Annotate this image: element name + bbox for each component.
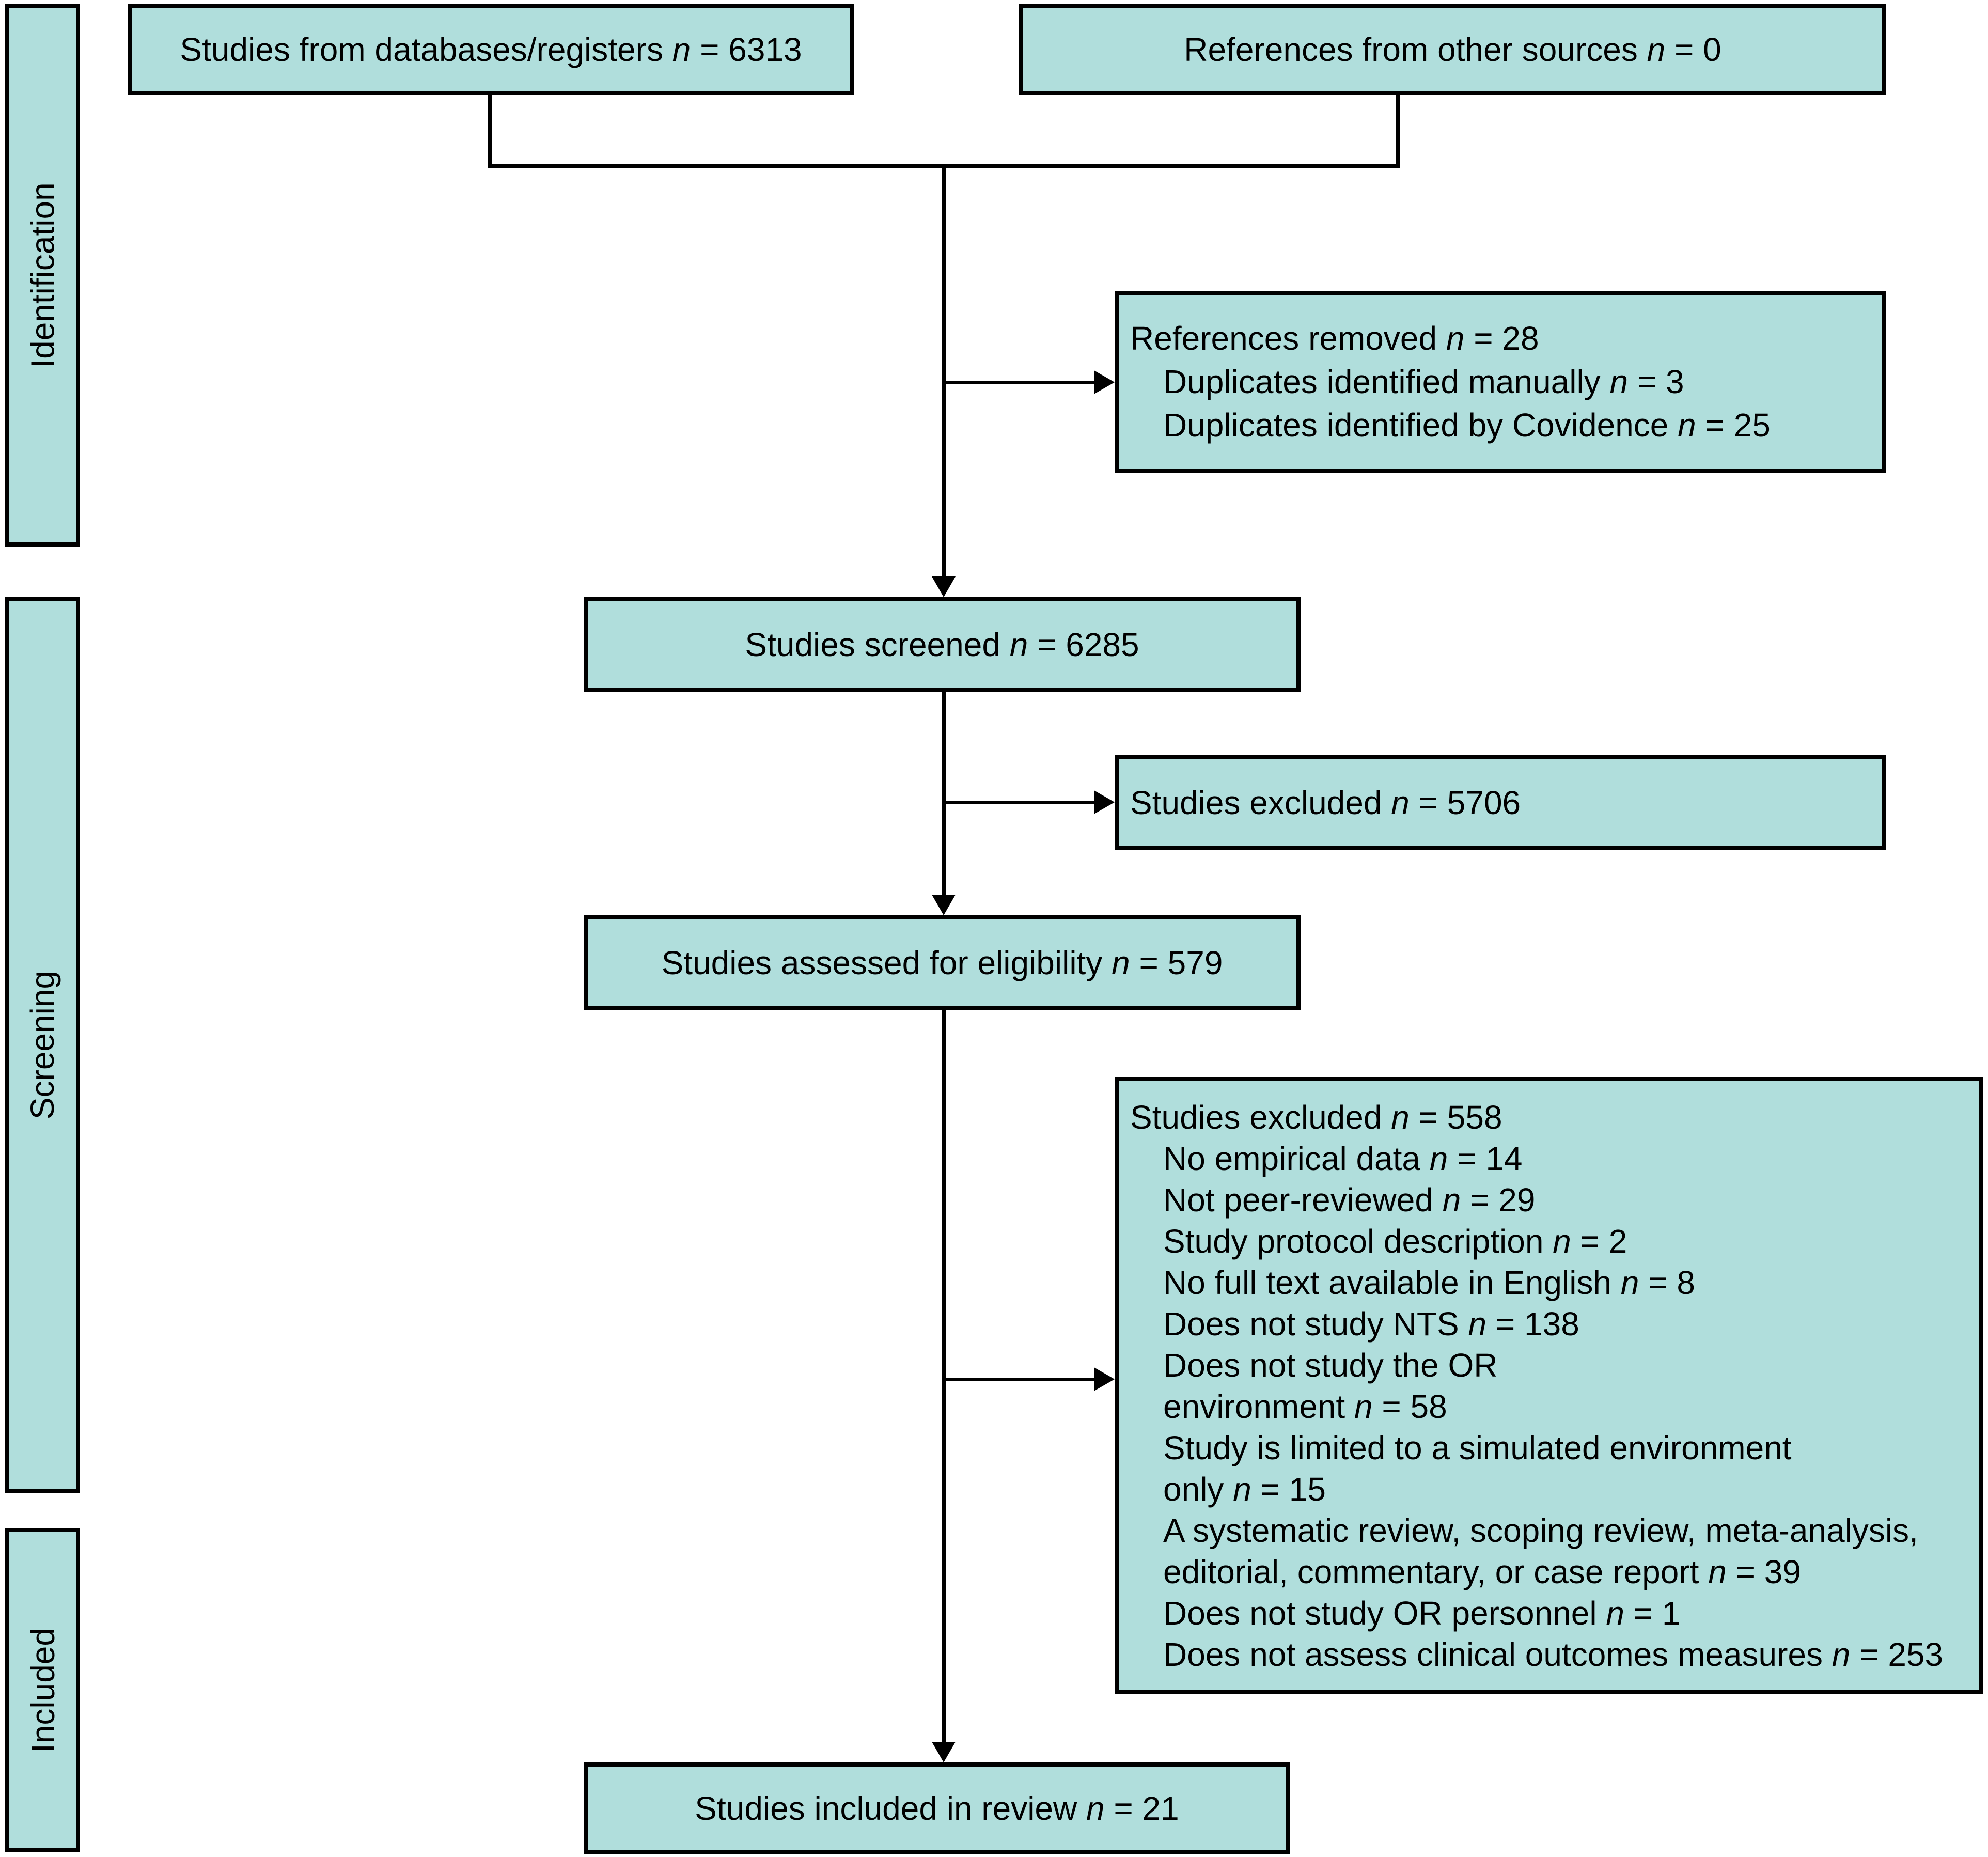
connector-branch-references-removed <box>942 381 1096 384</box>
connector-main-to-screened <box>942 164 946 578</box>
box-studies-included-review: Studies included in review n = 21 <box>584 1762 1290 1854</box>
connector-branch-excluded-eligibility <box>942 1378 1096 1381</box>
stage-bar-identification: Identification <box>5 4 80 547</box>
arrowhead-screened <box>932 576 956 597</box>
box-studies-screened: Studies screened n = 6285 <box>584 597 1301 692</box>
arrowhead-excluded-screening <box>1094 790 1115 814</box>
stage-bar-screening: Screening <box>5 597 80 1493</box>
arrowhead-included <box>932 1742 956 1762</box>
arrowhead-references-removed <box>1094 370 1115 394</box>
stage-bar-included: Included <box>5 1528 80 1852</box>
stage-label-identification: Identification <box>24 182 61 368</box>
box-references-other-sources: References from other sources n = 0 <box>1019 4 1886 95</box>
arrowhead-excluded-eligibility <box>1094 1367 1115 1391</box>
connector-databases-down <box>488 95 492 168</box>
box-studies-from-databases: Studies from databases/registers n = 631… <box>128 4 854 95</box>
box-studies-assessed-eligibility: Studies assessed for eligibility n = 579 <box>584 915 1301 1010</box>
connector-branch-excluded-screening <box>942 801 1096 804</box>
stage-label-screening: Screening <box>24 970 61 1119</box>
connector-other-sources-down <box>1396 95 1400 168</box>
connector-screened-to-assessed <box>942 692 946 896</box>
stage-label-included: Included <box>24 1628 61 1753</box>
arrowhead-assessed <box>932 895 956 915</box>
box-studies-excluded-screening: Studies excluded n = 5706 <box>1115 755 1886 850</box>
connector-assessed-to-included <box>942 1010 946 1743</box>
